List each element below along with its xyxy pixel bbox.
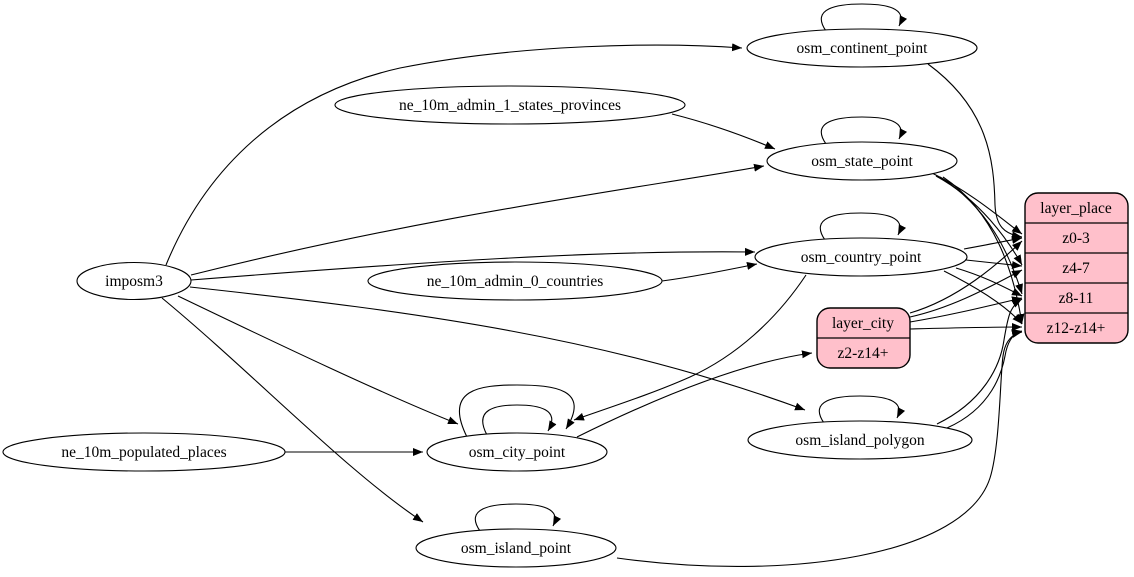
node-ne_10m_admin_1_states_provinces: ne_10m_admin_1_states_provinces	[334, 85, 686, 125]
edge-osm_city_point-layer_city	[576, 350, 813, 438]
edge-osm_island_polygon-z8-11	[936, 298, 1023, 425]
selfloop-osm_city_point-outer	[458, 384, 575, 438]
node-osm_state_point: osm_state_point	[766, 141, 958, 181]
layer_place-row-z4-7: z4-7	[1062, 260, 1090, 277]
selfloop-osm_continent_point	[820, 3, 908, 32]
osm_city_point-shape	[426, 432, 608, 472]
edge-imposm3-osm_state_point	[190, 163, 765, 276]
edge-osm_state_point-z8-11	[939, 176, 1023, 295]
layer_place-row-z12-z14: z12-z14+	[1047, 320, 1106, 337]
ne1-label: ne_10m_admin_1_states_provinces	[399, 97, 621, 114]
node-osm_island_point: osm_island_point	[415, 528, 617, 568]
edge-ne1-osm_state_point	[671, 113, 776, 150]
osm_island_polygon-label: osm_island_polygon	[795, 432, 924, 449]
edge-osm_continent_point-z0-3	[927, 63, 1023, 240]
osm_island_polygon-shape	[747, 420, 973, 460]
node-ne_10m_admin_0_countries: ne_10m_admin_0_countries	[367, 261, 663, 301]
selfloop-osm_island_point	[474, 503, 562, 532]
osm_country_point-shape	[754, 237, 968, 277]
selfloop-osm_island_polygon	[818, 395, 906, 424]
imposm3-shape	[76, 261, 192, 301]
ne0-label: ne_10m_admin_0_countries	[427, 273, 604, 290]
layer_city-title: layer_city	[832, 315, 894, 332]
edge-osm_country_point-z4-7	[965, 259, 1023, 269]
ne0-shape	[367, 261, 663, 301]
imposm3-label: imposm3	[105, 273, 163, 290]
edge-ne0-osm_country_point	[661, 262, 758, 282]
edge-imposm3-osm_city_point	[177, 295, 459, 425]
node-osm_continent_point: osm_continent_point	[746, 28, 978, 68]
node-osm_country_point: osm_country_point	[754, 237, 968, 277]
osm_city_point-label: osm_city_point	[469, 444, 566, 461]
edge-layer_city-z0-3	[909, 240, 1023, 314]
osm_island_point-label: osm_island_point	[461, 540, 572, 557]
node-osm_city_point: osm_city_point	[426, 432, 608, 472]
edge-layer_city-z4-7	[909, 269, 1023, 318]
selfloop-osm_country_point	[819, 212, 907, 241]
node-imposm3: imposm3	[76, 261, 192, 301]
selfloop-osm_city_point-inner	[482, 404, 557, 436]
ne1-shape	[334, 85, 686, 125]
osm_state_point-label: osm_state_point	[811, 153, 913, 170]
edge-osm_country_point-z0-3	[963, 236, 1023, 250]
layer_city-row-z2-z14: z2-z14+	[838, 345, 889, 362]
layer_place-title: layer_place	[1040, 200, 1112, 217]
edge-imposm3-osm_continent_point	[165, 43, 743, 266]
edge-imposm3-osm_island_point	[161, 297, 424, 523]
nepop-label: ne_10m_populated_places	[61, 444, 226, 461]
edge-osm_country_point-z8-11	[955, 267, 1023, 297]
edge-imposm3-osm_country_point	[190, 247, 756, 281]
layer_place-box	[1024, 192, 1129, 344]
edge-imposm3-osm_island_polygon	[189, 286, 806, 411]
node-ne_10m_populated_places: ne_10m_populated_places	[2, 432, 286, 472]
node-layer_place: layer_place z0-3 z4-7 z8-11 z12-z14+	[1024, 192, 1129, 344]
layer_place-row-z0-3: z0-3	[1062, 230, 1090, 247]
edge-osm_state_point-z4-7	[935, 175, 1023, 266]
node-layer_city: layer_city z2-z14+	[816, 307, 911, 369]
edge-osm_island_point-z12-z14	[616, 330, 1023, 568]
edge-layer_city-z12-z14	[909, 323, 1023, 332]
edge-osm_island_polygon-z12-z14	[946, 329, 1023, 429]
osm_country_point-label: osm_country_point	[801, 249, 922, 266]
edge-osm_country_point-z12-z14	[943, 270, 1023, 325]
osm_continent_point-label: osm_continent_point	[797, 40, 929, 57]
edge-layer_city-z8-11	[909, 296, 1023, 323]
osm_continent_point-shape	[746, 28, 978, 68]
edges	[161, 3, 1025, 568]
edge-osm_country_point-osm_city_point	[573, 274, 807, 421]
selfloop-osm_state_point	[820, 116, 908, 145]
node-osm_island_polygon: osm_island_polygon	[747, 420, 973, 460]
layer_place-row-z8-11: z8-11	[1059, 290, 1094, 307]
osm_island_point-shape	[415, 528, 617, 568]
osm_state_point-shape	[766, 141, 958, 181]
nepop-shape	[2, 432, 286, 472]
